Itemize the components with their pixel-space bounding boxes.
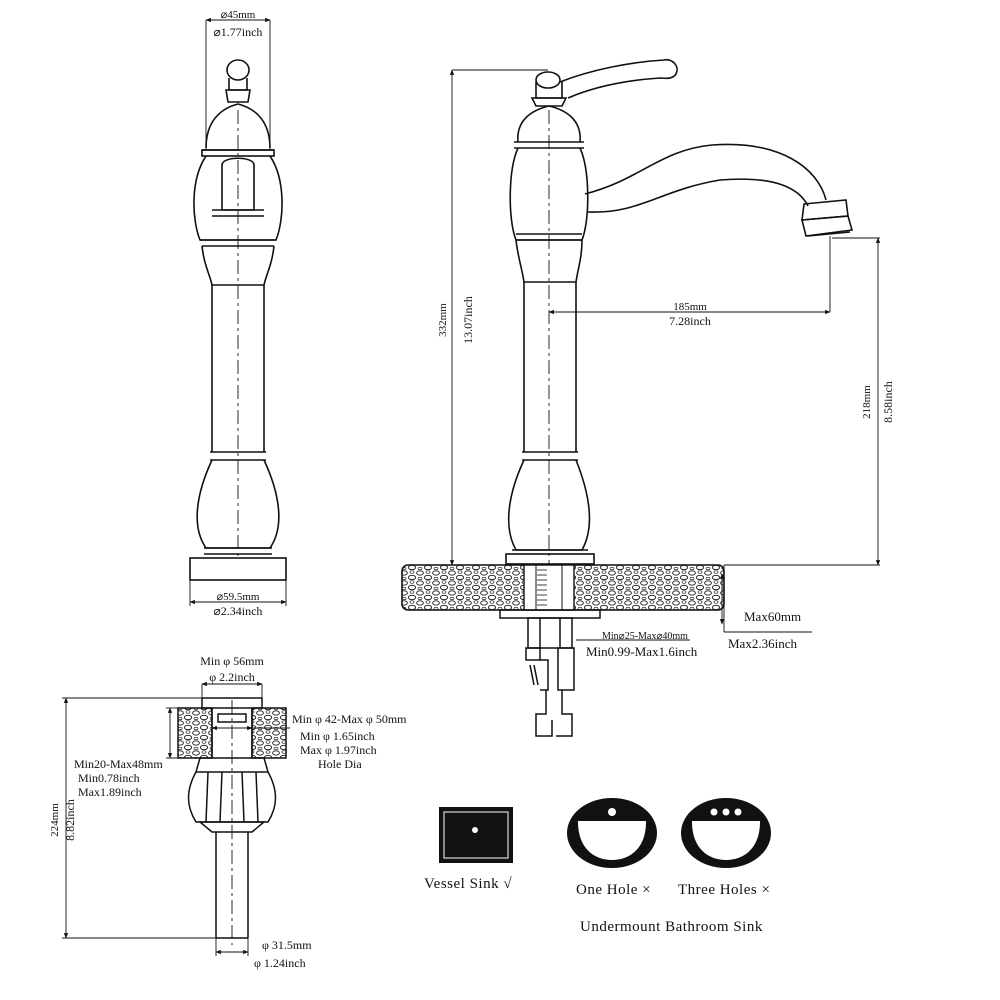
mounting-shank (523, 564, 575, 611)
mounting-hardware (499, 609, 601, 737)
drain-hole-label: Hole Dia (318, 757, 362, 771)
undermount-label: Undermount Bathroom Sink (580, 919, 763, 935)
front-deck-max-inch: Max2.36inch (728, 636, 797, 651)
drain-hole-min-inch: Min φ 1.65inch (300, 729, 375, 743)
drain-thickness-max-inch: Max1.89inch (78, 785, 142, 799)
front-view (505, 58, 854, 565)
front-reach-inch: 7.28inch (669, 314, 711, 328)
side-base-dia-inch: ⌀2.34inch (214, 604, 263, 618)
one-hole-sink-icon (567, 798, 657, 868)
drain-thickness-min-inch: Min0.78inch (78, 771, 140, 785)
vessel-sink-label: Vessel Sink √ (424, 876, 512, 892)
vessel-sink-icon (439, 807, 513, 863)
side-view (189, 17, 287, 606)
drain-view (177, 697, 287, 945)
side-base-dia-mm: ⌀59.5mm (217, 591, 260, 603)
drain-pipe-dia-mm: φ 31.5mm (262, 938, 312, 952)
front-spout-height-inch: 8.58inch (881, 381, 895, 423)
front-height-mm: 332mm (437, 303, 449, 337)
side-top-dia-inch: ⌀1.77inch (214, 25, 263, 39)
front-reach-mm: 185mm (673, 301, 707, 313)
drain-top-dia-inch: φ 2.2inch (209, 670, 255, 684)
drain-top-dia-mm: Min φ 56mm (200, 654, 264, 668)
side-top-dia-mm: ⌀45mm (221, 9, 256, 21)
one-hole-label: One Hole × (576, 882, 651, 898)
three-holes-sink-icon (681, 798, 771, 868)
front-hole-range-mm: Min⌀25-Max⌀40mm (602, 631, 688, 642)
drain-pipe-dia-inch: φ 1.24inch (254, 956, 306, 970)
front-deck-max-mm: Max60mm (744, 609, 801, 624)
front-height-inch: 13.07inch (461, 296, 475, 344)
front-hole-range-inch: Min0.99-Max1.6inch (586, 644, 698, 659)
drain-hole-range-mm: Min φ 42-Max φ 50mm (292, 712, 407, 726)
shank-thread (537, 569, 547, 606)
front-dimension-lines (449, 69, 881, 641)
drain-dimension-lines (62, 681, 290, 956)
drain-thickness-mm: Min20-Max48mm (74, 757, 163, 771)
front-spout-height-mm: 218mm (861, 385, 873, 419)
drain-hole-max-inch: Max φ 1.97inch (300, 743, 377, 757)
three-holes-label: Three Holes × (678, 882, 770, 898)
drain-length-inch: 8.82inch (63, 799, 77, 841)
drain-length-mm: 224mm (49, 803, 61, 837)
